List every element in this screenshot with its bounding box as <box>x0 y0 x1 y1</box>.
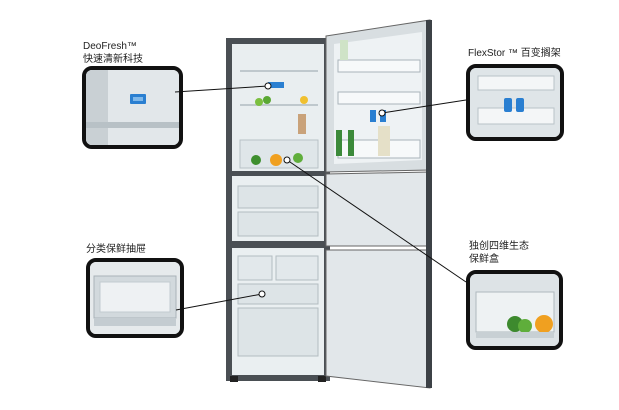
crisper-detail-illustration <box>470 274 559 346</box>
deofresh-subtitle: 快速清新科技 <box>83 54 143 65</box>
deofresh-callout-image <box>82 66 183 149</box>
drawer-callout-image <box>86 258 184 338</box>
crisper-callout-image <box>466 270 563 350</box>
deofresh-leader <box>174 85 269 93</box>
flexstor-label: FlexStor ™ 百变搁架 <box>468 48 561 59</box>
flexstor-callout-image <box>466 64 564 141</box>
deofresh-detail-illustration <box>86 70 179 145</box>
drawer-label: 分类保鲜抽屉 <box>86 244 146 255</box>
crisper-line2: 保鲜盒 <box>469 254 499 265</box>
crisper-line1: 独创四维生态 <box>469 241 529 252</box>
deofresh-device-icon <box>268 82 284 88</box>
crisper-label: 独创四维生态 保鲜盒 <box>469 240 529 266</box>
deofresh-title: DeoFresh™ <box>83 41 137 52</box>
flexstor-clip-icon <box>504 98 512 112</box>
orange-icon <box>535 315 553 333</box>
flexstor-detail-illustration <box>470 68 560 137</box>
crisper-leader <box>286 159 467 283</box>
deofresh-label: DeoFresh™ 快速清新科技 <box>83 40 143 66</box>
drawer-leader <box>175 293 263 311</box>
drawer-detail-illustration <box>90 262 180 334</box>
flexstor-leader <box>381 99 467 114</box>
classified-drawer <box>237 283 319 305</box>
